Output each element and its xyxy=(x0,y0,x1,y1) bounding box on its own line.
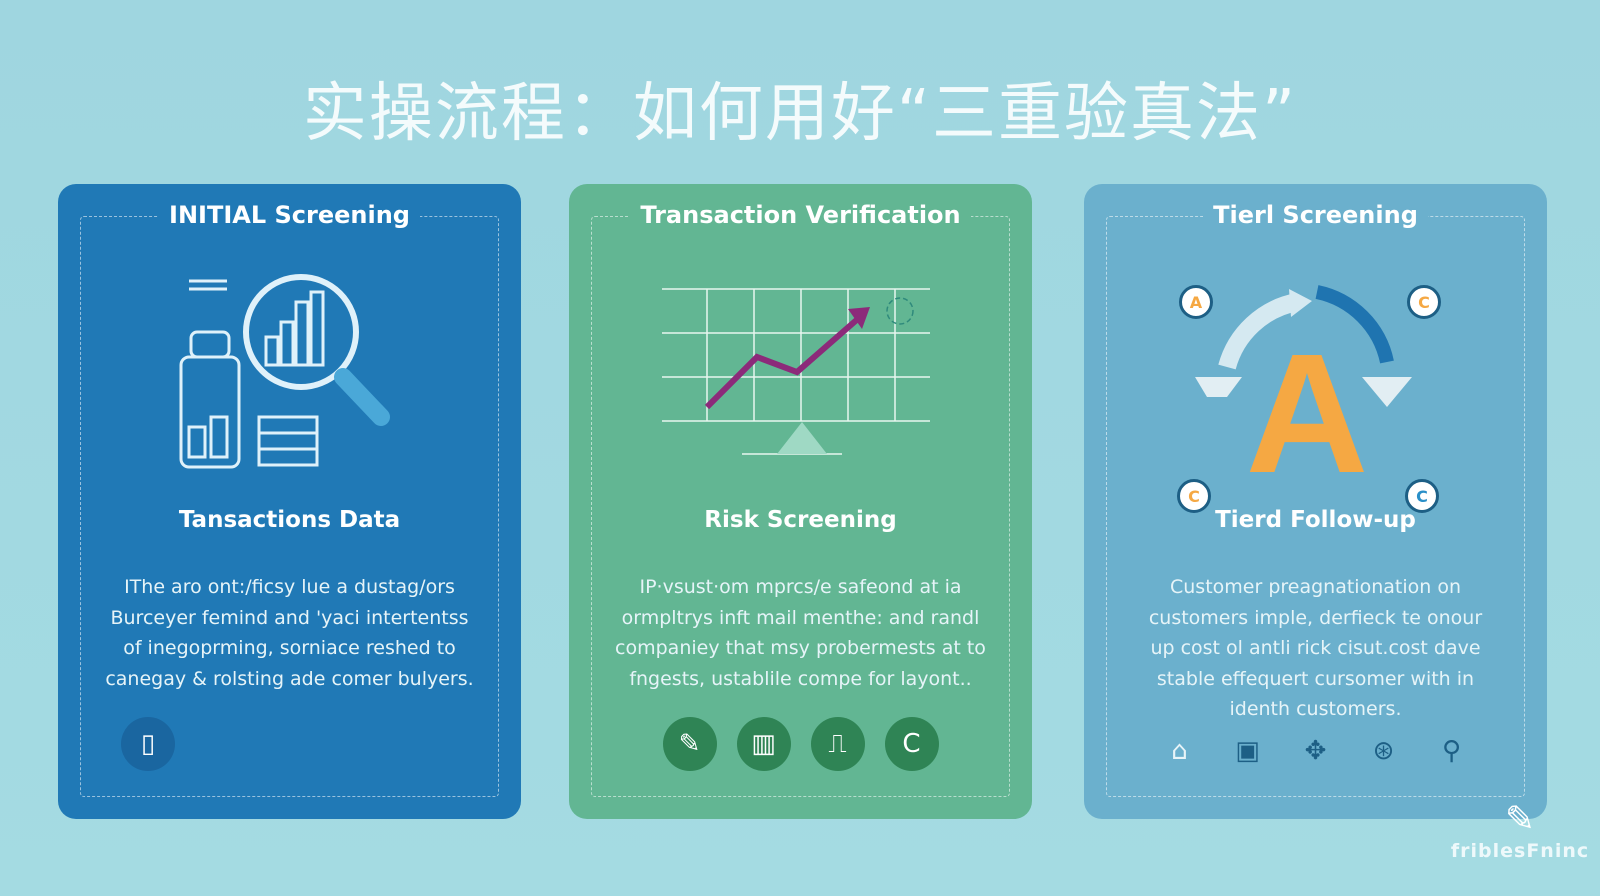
badge-c: C xyxy=(1407,285,1441,319)
card-header: Transaction Verification xyxy=(630,201,971,229)
magnifier-data-illustration xyxy=(81,267,498,477)
logo-icon: ✎ xyxy=(1504,799,1536,840)
steering-icon: ⊛ xyxy=(1372,736,1395,766)
body-line: IP·vsust·om mprcs/e safeond at ia xyxy=(639,576,962,598)
refresh-icon: C xyxy=(884,717,939,771)
body-line: ormpltrys inft mail menthe: and randl xyxy=(621,606,980,629)
body-line: fngests, ustablile compe for layont.. xyxy=(629,667,972,690)
body-line: customers imple, derfieck te onour xyxy=(1148,606,1483,629)
logo-text: friblesFninc xyxy=(1450,840,1590,862)
card-initial-screening: INITIAL Screening Tansactions Data IThe … xyxy=(58,184,521,819)
cycle-illustration: A A C C C xyxy=(1107,267,1524,513)
growth-chart-illustration xyxy=(592,267,1009,477)
puzzle-icon: ✥ xyxy=(1304,736,1327,766)
badge-a: A xyxy=(1179,285,1213,319)
body-line: IThe aro ont:/ficsy lue a dustag/ors xyxy=(124,576,455,598)
card-header: Tierl Screening xyxy=(1203,201,1428,229)
body-line: Burceyer femind and 'yaci intertentss xyxy=(110,606,469,629)
card-transaction-verification: Transaction Verification Risk Screening … xyxy=(569,184,1032,819)
badge-c: C xyxy=(1405,479,1439,513)
body-line: stable effequert cursomer with in xyxy=(1156,667,1475,690)
chart-icon: ⌂ xyxy=(1171,736,1188,766)
body-line: canegay & rolsting ade comer bulyers. xyxy=(105,667,474,690)
card-header: INITIAL Screening xyxy=(159,201,420,229)
page-title: 实操流程：如何用好“三重验真法” xyxy=(302,77,1298,151)
brand-logo: ✎ friblesFninc xyxy=(1440,799,1600,862)
document-icon: ▣ xyxy=(1235,736,1260,766)
body-line: Customer preagnationation on xyxy=(1169,576,1461,598)
body-line: up cost ol antli rick cisut.cost dave xyxy=(1150,637,1481,659)
card-subtitle: Risk Screening xyxy=(704,507,897,533)
pin-icon: ⚲ xyxy=(1441,736,1462,766)
phone-icon: ▯ xyxy=(121,717,175,771)
card-subtitle: Tansactions Data xyxy=(178,507,401,533)
body-line: identh customers. xyxy=(1229,698,1402,720)
body-line: companiey that msy probermests at to xyxy=(615,637,986,659)
badge-c: C xyxy=(1177,479,1211,513)
device-icon: ⎍ xyxy=(810,717,865,771)
body-line: of inegoprming, sorniace reshed to xyxy=(123,637,456,659)
chart-icon: ▥ xyxy=(736,717,791,771)
pen-icon: ✎ xyxy=(662,717,717,771)
big-letter: A xyxy=(1246,319,1369,497)
card-tier-screening: Tierl Screening A A C C C Tierd Follow-u… xyxy=(1084,184,1547,819)
card-subtitle: Tierd Follow-up xyxy=(1215,507,1416,533)
